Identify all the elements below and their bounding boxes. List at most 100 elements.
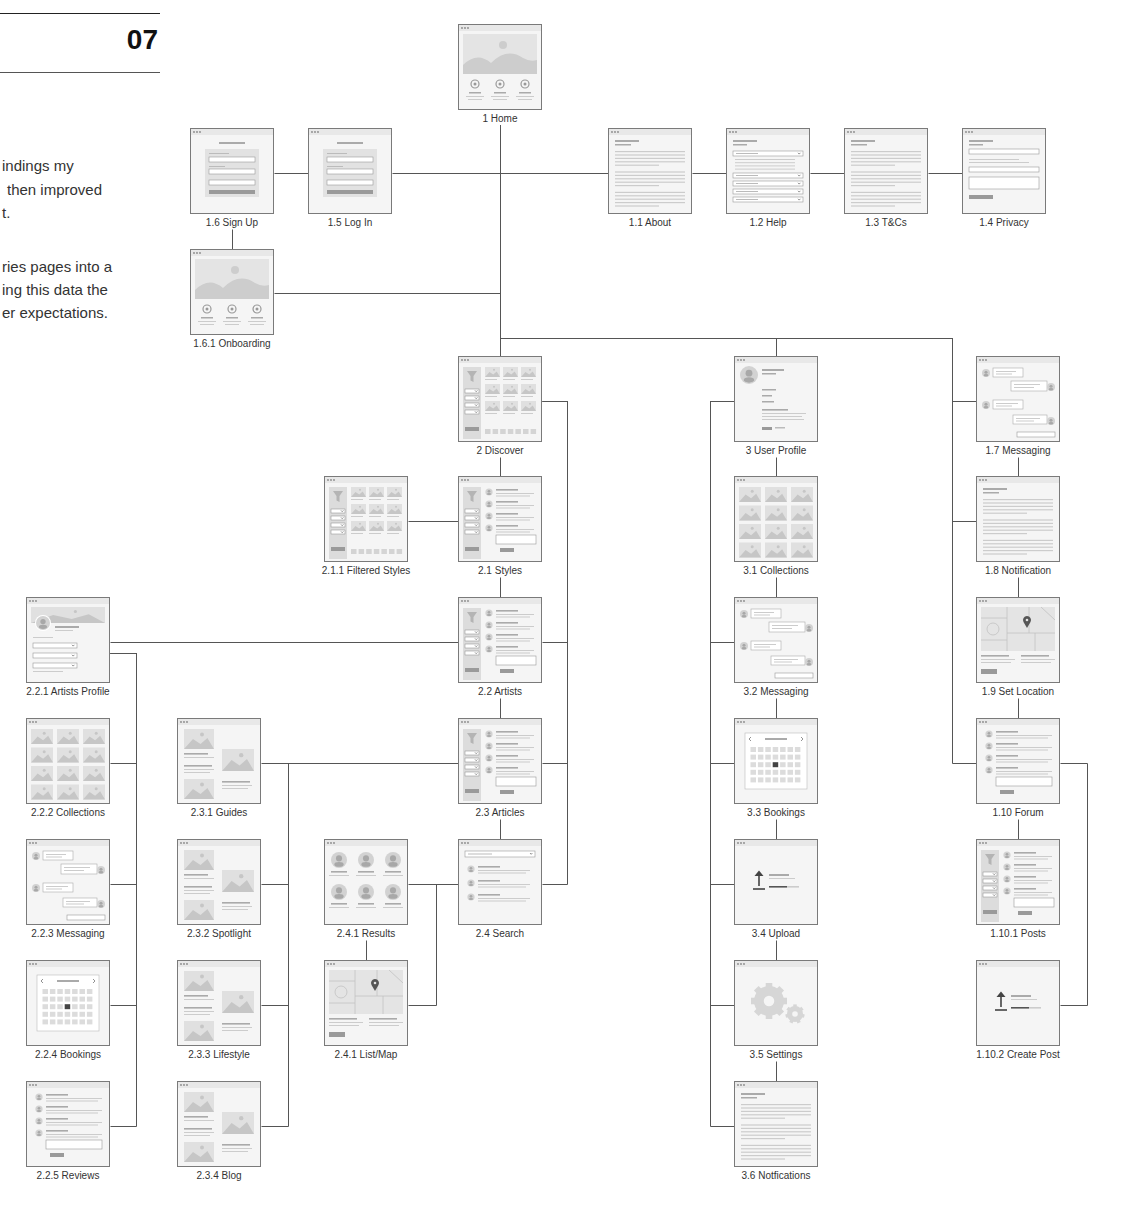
sketch-shape [27, 840, 109, 846]
sketch-shape [467, 371, 477, 382]
sketch-shape [521, 413, 533, 414]
sketch-shape [69, 750, 72, 753]
sketch-shape [64, 870, 84, 871]
sketch-shape [467, 600, 469, 602]
sketch-shape [83, 736, 105, 744]
sketch-shape [803, 508, 806, 511]
sketch-shape [337, 142, 363, 144]
sketch-shape [1049, 385, 1052, 388]
wireframe-sketch [977, 719, 1059, 803]
sketch-shape [327, 180, 373, 185]
sketch-shape [795, 762, 801, 767]
sketch-shape [987, 735, 991, 737]
sketch-shape [184, 900, 214, 920]
sketch-shape [969, 195, 993, 199]
sketch-shape [983, 910, 997, 914]
sketch-shape [773, 755, 779, 760]
sketch-shape [327, 842, 329, 844]
sketch-shape [475, 524, 477, 525]
sketch-shape [395, 489, 397, 491]
sketch-shape [35, 615, 51, 631]
sketch-shape [222, 909, 248, 910]
page-node: 1.4 Privacy [962, 128, 1046, 229]
sketch-shape [996, 747, 1052, 748]
sketch-shape [485, 621, 492, 628]
sketch-shape [471, 80, 479, 88]
sketch-shape [1014, 384, 1040, 385]
sketch-shape [773, 747, 779, 752]
sketch-shape [780, 770, 786, 775]
sketch-shape [727, 129, 809, 135]
sketch-shape [733, 189, 803, 194]
sketch-shape [751, 762, 757, 767]
sketch-shape [463, 487, 481, 559]
sketch-shape [34, 854, 37, 857]
sketch-shape [997, 992, 1006, 998]
sketch-shape [741, 1152, 811, 1153]
sketch-shape [467, 479, 469, 481]
sketch-shape [369, 533, 381, 534]
sketch-shape [65, 1012, 71, 1017]
sketch-shape [762, 427, 772, 430]
sketch-shape [788, 777, 794, 782]
sketch-shape [32, 721, 34, 723]
sketch-shape [66, 901, 90, 902]
sketch-shape [465, 851, 535, 857]
page-caption: 2.2.5 Reviews [3, 1167, 133, 1182]
sketch-shape [791, 549, 813, 557]
sketch-shape [184, 765, 212, 767]
page-node: 1 Home [458, 24, 542, 125]
sketch-shape [981, 607, 1055, 651]
sitemap-connector [262, 764, 459, 1127]
sketch-shape [329, 1032, 345, 1037]
sketch-shape [465, 523, 479, 527]
sketch-shape [64, 867, 90, 868]
sketch-shape [199, 252, 201, 254]
sketch-shape [203, 305, 211, 313]
sketch-shape [387, 509, 402, 515]
sketch-shape [751, 609, 781, 618]
sketch-shape [791, 487, 813, 502]
sketch-shape [493, 386, 495, 388]
page-node: 1.9 Set Location [976, 597, 1060, 698]
sketch-shape [478, 884, 530, 885]
sketch-shape [746, 370, 753, 377]
sketch-shape [996, 731, 1018, 733]
wireframe-sketch [459, 719, 541, 803]
page-node: 3.6 Notfications [734, 1081, 818, 1182]
wireframe-sketch [325, 961, 407, 1045]
sketch-shape [29, 842, 31, 844]
sketch-shape [762, 409, 788, 411]
sketch-shape [987, 759, 991, 761]
wireframe-thumbnail [976, 839, 1060, 925]
sketch-shape [38, 1119, 41, 1122]
sketch-shape [803, 527, 806, 530]
sketch-shape [739, 543, 761, 558]
sketch-shape [65, 1019, 71, 1024]
wireframe-thumbnail [976, 356, 1060, 442]
sketch-shape [503, 396, 515, 397]
sketch-shape [754, 612, 774, 613]
page-node: 2.2.5 Reviews [26, 1081, 110, 1182]
sketch-shape [223, 321, 241, 322]
sketch-shape [31, 785, 53, 800]
sketch-shape [184, 1092, 214, 1112]
sketch-shape [983, 492, 999, 494]
sketch-shape [327, 190, 373, 194]
page-caption: 3.4 Upload [711, 925, 841, 940]
sketch-shape [178, 840, 260, 846]
sketch-shape [740, 963, 742, 965]
sketch-shape [29, 721, 31, 723]
sitemap-connector [776, 458, 777, 477]
sketch-shape [485, 389, 500, 395]
sketch-shape [200, 1096, 204, 1100]
sketch-shape [184, 769, 214, 770]
sketch-shape [351, 499, 363, 500]
sketch-shape [1014, 859, 1048, 860]
sketch-shape [742, 647, 747, 649]
sketch-shape [37, 1098, 41, 1100]
sketch-shape [184, 1014, 210, 1015]
page-caption: 1.6 Sign Up [167, 214, 297, 229]
sketch-shape [351, 487, 366, 497]
sketch-shape [222, 1122, 254, 1134]
